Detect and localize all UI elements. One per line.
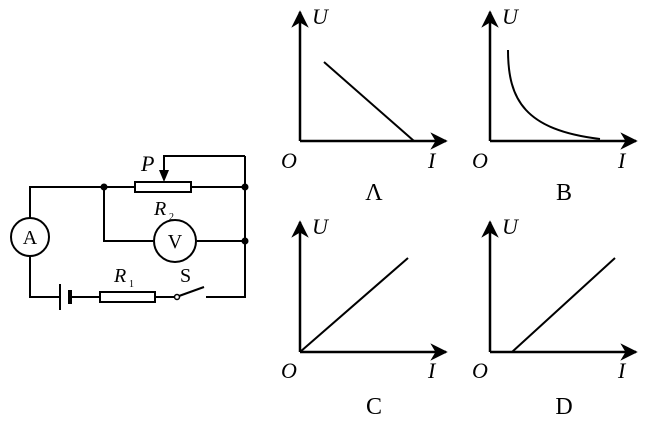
- graph-line-offset: [511, 257, 616, 353]
- x-axis-label: I: [427, 148, 437, 173]
- junction-dot: [241, 237, 249, 245]
- origin-label: O: [472, 148, 488, 173]
- wire-left-upper: [29, 186, 104, 218]
- graph-c: U I O C: [281, 214, 448, 420]
- resistor-r1: [99, 291, 156, 303]
- junction-dot: [100, 183, 108, 191]
- slider-label: P: [140, 151, 154, 176]
- graph-curve-hyperbola: [507, 49, 601, 140]
- voltmeter-circle: [153, 219, 197, 263]
- r2-label: R: [153, 198, 166, 220]
- graph-line-decreasing: [323, 61, 415, 142]
- circuit-diagram: A V P R 2 R 1 S: [10, 151, 249, 310]
- x-axis-label: I: [427, 358, 437, 383]
- ammeter-circle: [10, 217, 50, 257]
- origin-label: O: [281, 358, 297, 383]
- graph-caption: B: [556, 180, 572, 206]
- origin-label: O: [472, 358, 488, 383]
- graph-caption: C: [366, 394, 382, 420]
- switch-pivot: [173, 293, 181, 301]
- r1-subscript: 1: [129, 279, 134, 290]
- graph-caption: Λ: [365, 180, 383, 206]
- wire-slider: [163, 155, 245, 172]
- ammeter-label: A: [23, 227, 38, 249]
- graph-a: U I O Λ: [281, 4, 448, 206]
- x-axis-label: I: [617, 358, 627, 383]
- slider-arrow-icon: [159, 170, 169, 182]
- wire-left-lower: [29, 256, 60, 298]
- y-axis-label: U: [312, 214, 330, 239]
- graph-line-proportional: [299, 257, 409, 353]
- r1-label: R: [113, 265, 126, 287]
- r2-subscript: 2: [169, 212, 174, 223]
- y-axis-label: U: [312, 4, 330, 29]
- switch-blade: [178, 286, 205, 297]
- y-axis-label: U: [502, 4, 520, 29]
- resistor-r2: [134, 181, 192, 193]
- wire-voltmeter-left: [103, 187, 153, 242]
- y-axis-label: U: [502, 214, 520, 239]
- switch-label: S: [180, 265, 191, 287]
- voltmeter-label: V: [168, 231, 183, 253]
- junction-dot: [241, 183, 249, 191]
- origin-label: O: [281, 148, 297, 173]
- x-axis-label: I: [617, 148, 627, 173]
- graph-b: U I O B: [472, 4, 638, 206]
- wire-switch-right: [206, 156, 246, 298]
- graph-caption: D: [555, 394, 572, 420]
- graph-d: U I O D: [472, 214, 638, 420]
